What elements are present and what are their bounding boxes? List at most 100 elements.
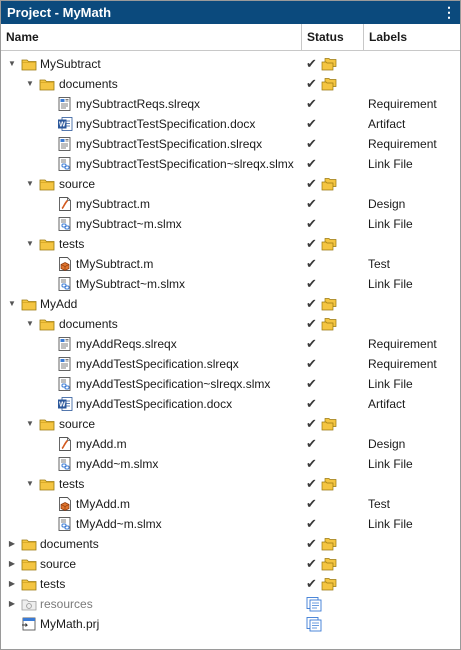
tree-file-row[interactable]: mySubtractReqs.slreqx✔Requirement [1,94,460,114]
tree-file-row[interactable]: tMyAdd.m ✔ Test [1,494,460,514]
label-cell: Requirement [368,337,437,351]
tree-folder-row[interactable]: ▼ MySubtract ✔ [1,54,460,74]
tree-item-name: myAdd~m.slmx [76,457,159,471]
tree-item-name: myAddTestSpecification~slreqx.slmx [76,377,271,391]
tree-file-row[interactable]: mySubtract.m✔Design [1,194,460,214]
check-icon: ✔ [306,416,317,431]
label-cell: Link File [368,277,413,291]
label-cell: Test [368,257,391,271]
requirements-file-icon [57,356,73,372]
collapse-arrow-icon[interactable]: ▼ [26,79,34,88]
label-cell: Link File [368,517,413,531]
tree-item-name: tests [40,577,66,591]
label-cell: Artifact [368,117,406,131]
expand-arrow-icon[interactable]: ▶ [8,579,16,588]
folders-status-icon [321,316,337,332]
check-icon: ✔ [306,496,317,511]
more-options-icon[interactable]: ⋮ [442,4,456,20]
tree-item-name: documents [40,537,99,551]
tree-item-name: source [59,177,96,191]
tree-folder-row[interactable]: ▶tests✔ [1,574,460,594]
column-header-status[interactable]: Status [301,24,363,50]
tree-item-name: documents [59,77,118,91]
check-icon: ✔ [306,516,317,531]
label-cell: Test [368,497,391,511]
tree-file-row[interactable]: MyMath.prj [1,614,460,634]
tree-folder-row[interactable]: ▼ documents ✔ [1,74,460,94]
tree-folder-row[interactable]: ▶source✔ [1,554,460,574]
check-icon: ✔ [306,376,317,391]
tree-folder-row[interactable]: ▼MyAdd✔ [1,294,460,314]
tree-file-row[interactable]: tMyAdd~m.slmx✔Link File [1,514,460,534]
status-cell [306,616,346,632]
check-icon: ✔ [306,96,317,111]
tree-item-name: tMyAdd.m [76,497,131,511]
tree-file-row[interactable]: tMySubtract~m.slmx✔Link File [1,274,460,294]
status-cell: ✔ [306,316,346,332]
tree-file-row[interactable]: myAdd.m✔Design [1,434,460,454]
status-cell: ✔ [306,56,346,72]
tree-item-name: myAddTestSpecification.docx [76,397,233,411]
folders-status-icon [321,476,337,492]
tree-file-row[interactable]: tMySubtract.m✔Test [1,254,460,274]
collapse-arrow-icon[interactable]: ▼ [26,319,34,328]
tree-folder-row[interactable]: ▶ resources [1,594,460,614]
tree-item-name: myAddTestSpecification.slreqx [76,357,239,371]
tree-file-row[interactable]: myAddTestSpecification.slreqx✔Requiremen… [1,354,460,374]
file-tree: ▼MySubtract✔▼documents✔mySubtractReqs.sl… [1,54,460,634]
folder-icon [39,416,55,432]
check-icon: ✔ [306,356,317,371]
link-file-icon [57,156,73,172]
tree-item-name: source [40,557,77,571]
requirements-file-icon [57,136,73,152]
tree-folder-row[interactable]: ▼ source ✔ [1,174,460,194]
expand-arrow-icon[interactable]: ▶ [8,559,16,568]
collapse-arrow-icon[interactable]: ▼ [8,59,16,68]
status-cell: ✔ [306,456,346,472]
column-header: Name Status Labels [1,24,460,51]
tree-file-row[interactable]: mySubtractTestSpecification~slreqx.slmx✔… [1,154,460,174]
tree-folder-row[interactable]: ▼tests✔ [1,474,460,494]
test-file-icon [57,496,73,512]
label-cell: Requirement [368,97,437,111]
tree-folder-row[interactable]: ▼documents✔ [1,314,460,334]
collapse-arrow-icon[interactable]: ▼ [26,239,34,248]
tree-item-name: MyMath.prj [40,617,100,631]
svg-text:W: W [59,122,66,129]
check-icon: ✔ [306,76,317,91]
status-cell: ✔ [306,356,346,372]
collapse-arrow-icon[interactable]: ▼ [8,299,16,308]
link-file-icon [57,276,73,292]
column-header-labels[interactable]: Labels [363,24,460,50]
tree-file-row[interactable]: mySubtractTestSpecification.slreqx✔Requi… [1,134,460,154]
tree-item-name: MySubtract [40,57,101,71]
expand-arrow-icon[interactable]: ▶ [8,539,16,548]
title-bar: Project - MyMath ⋮ [1,1,460,24]
tree-item-name: resources [40,597,93,611]
tree-file-row[interactable]: myAdd~m.slmx✔Link File [1,454,460,474]
tree-item-name: myAdd.m [76,437,127,451]
collapse-arrow-icon[interactable]: ▼ [26,179,34,188]
tree-file-row[interactable]: myAddReqs.slreqx✔Requirement [1,334,460,354]
expand-arrow-icon[interactable]: ▶ [8,599,16,608]
test-file-icon [57,256,73,272]
link-file-icon [57,516,73,532]
tree-folder-row[interactable]: ▼tests✔ [1,234,460,254]
folder-icon [39,316,55,332]
tree-folder-row[interactable]: ▶documents✔ [1,534,460,554]
column-header-name[interactable]: Name [6,30,39,44]
check-icon: ✔ [306,336,317,351]
tree-folder-row[interactable]: ▼source✔ [1,414,460,434]
status-cell: ✔ [306,216,346,232]
check-icon: ✔ [306,176,317,191]
collapse-arrow-icon[interactable]: ▼ [26,479,34,488]
tree-file-row[interactable]: myAddTestSpecification~slreqx.slmx✔Link … [1,374,460,394]
folders-status-icon [321,296,337,312]
collapse-arrow-icon[interactable]: ▼ [26,419,34,428]
folders-status-icon [321,536,337,552]
tree-file-row[interactable]: mySubtract~m.slmx✔Link File [1,214,460,234]
tree-item-name: tMySubtract.m [76,257,154,271]
label-cell: Requirement [368,137,437,151]
